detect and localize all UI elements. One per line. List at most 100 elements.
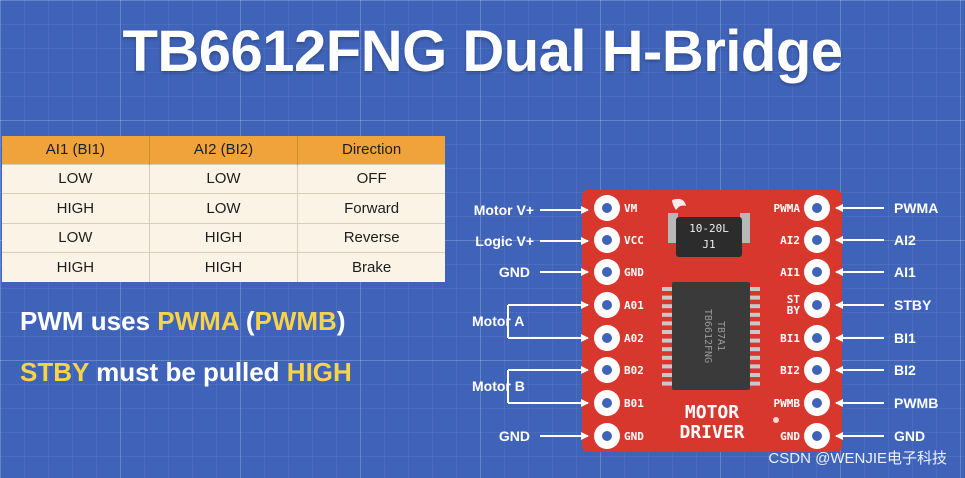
pin-label: VM bbox=[624, 202, 638, 215]
pwm-note: PWM uses PWMA (PWMB) bbox=[20, 306, 346, 337]
driver-chip: TB6612FNG TB7A1 bbox=[662, 282, 760, 390]
left-pads bbox=[594, 195, 620, 449]
pwm-note-open: ( bbox=[238, 306, 255, 336]
table-row: LOW HIGH Reverse bbox=[2, 222, 445, 253]
label-gnd-left-bottom: GND bbox=[499, 428, 530, 444]
chip-leg bbox=[750, 330, 760, 334]
pin-label: BI1 bbox=[780, 332, 800, 345]
table-cell: OFF bbox=[297, 163, 445, 194]
pin-label: BI2 bbox=[780, 364, 800, 377]
label-bi1: BI1 bbox=[894, 330, 916, 346]
label-motor-b: Motor B bbox=[472, 378, 525, 394]
pwm-note-close: ) bbox=[336, 306, 346, 336]
chip-leg bbox=[750, 312, 760, 317]
pin-label: BY bbox=[787, 304, 801, 317]
pin-label: A01 bbox=[624, 299, 644, 312]
chip-leg bbox=[662, 364, 672, 369]
watermark: CSDN @WENJIE电子科技 bbox=[768, 450, 947, 467]
left-pin-labels: VM VCC GND A01 A02 B02 B01 GND bbox=[624, 202, 644, 443]
label-logic-v: Logic V+ bbox=[475, 233, 534, 249]
pin-label: AI1 bbox=[780, 266, 800, 279]
stby-note-word: STBY bbox=[20, 357, 89, 387]
pad-hole bbox=[602, 431, 612, 441]
pad-hole bbox=[812, 235, 822, 245]
pin-label: GND bbox=[780, 430, 800, 443]
table-cell: HIGH bbox=[2, 252, 150, 282]
pwm-note-pwmb: PWMB bbox=[254, 306, 337, 336]
chip-leg bbox=[662, 330, 672, 334]
table-row: HIGH HIGH Brake bbox=[2, 252, 445, 282]
chip-leg bbox=[750, 347, 760, 352]
label-pwmb: PWMB bbox=[894, 395, 938, 411]
table-cell: HIGH bbox=[2, 193, 150, 223]
pad-hole bbox=[812, 333, 822, 343]
table-cell: LOW bbox=[149, 193, 299, 223]
pwm-note-pwma: PWMA bbox=[157, 306, 239, 336]
label-pwma: PWMA bbox=[894, 200, 938, 216]
table-cell: LOW bbox=[2, 163, 150, 194]
table-cell: Brake bbox=[297, 252, 445, 282]
pin-label: ST bbox=[787, 293, 801, 306]
label-motor-v: Motor V+ bbox=[474, 202, 534, 218]
label-ai1: AI1 bbox=[894, 264, 916, 280]
brand-line-2: DRIVER bbox=[679, 422, 744, 443]
stby-note-mid: must be pulled bbox=[88, 357, 287, 387]
brand-line-1: MOTOR bbox=[685, 402, 739, 423]
chip-leg bbox=[750, 373, 760, 377]
pad-hole bbox=[602, 300, 612, 310]
chip-leg bbox=[662, 312, 672, 317]
pin-label: AI2 bbox=[780, 234, 800, 247]
pad-hole bbox=[812, 398, 822, 408]
label-ai2: AI2 bbox=[894, 232, 916, 248]
pad-hole bbox=[602, 398, 612, 408]
pin-label: A02 bbox=[624, 332, 644, 345]
pin-label: PWMB bbox=[774, 397, 801, 410]
chip-leg bbox=[662, 287, 672, 291]
chip-leg bbox=[750, 321, 760, 326]
mounting-dot bbox=[773, 417, 779, 423]
chip-leg bbox=[662, 373, 672, 377]
table-cell: HIGH bbox=[149, 252, 299, 282]
chip-label-2: TB7A1 bbox=[715, 321, 726, 351]
chip-label-1: TB6612FNG bbox=[702, 309, 713, 363]
capacitor-label-1: 10-20L bbox=[689, 222, 729, 235]
table-cell: HIGH bbox=[149, 222, 299, 253]
chip-leg bbox=[662, 355, 672, 360]
capacitor-label-2: J1 bbox=[702, 238, 715, 251]
right-pin-labels: PWMA AI2 AI1 ST BY BI1 BI2 PWMB GND bbox=[774, 202, 801, 443]
chip-leg bbox=[662, 304, 672, 309]
logo-icon bbox=[672, 198, 686, 210]
truth-table: AI1 (BI1) AI2 (BI2) Direction LOW LOW OF… bbox=[2, 136, 445, 282]
table-cell: LOW bbox=[2, 222, 150, 253]
left-arrows bbox=[507, 206, 589, 440]
header-direction: Direction bbox=[297, 136, 445, 164]
table-header-row: AI1 (BI1) AI2 (BI2) Direction bbox=[2, 136, 445, 164]
pin-label: VCC bbox=[624, 234, 644, 247]
right-arrows bbox=[835, 204, 884, 440]
chip-leg bbox=[750, 364, 760, 369]
pad-hole bbox=[602, 267, 612, 277]
chip-leg bbox=[662, 321, 672, 326]
table-cell: Reverse bbox=[297, 222, 445, 253]
page-title: TB6612FNG Dual H-Bridge bbox=[122, 19, 843, 84]
pin-label: GND bbox=[624, 430, 644, 443]
chip-leg bbox=[750, 295, 760, 300]
pad-hole bbox=[602, 203, 612, 213]
pwm-note-prefix: PWM uses bbox=[20, 306, 158, 336]
chip-leg bbox=[750, 287, 760, 291]
pin-label: PWMA bbox=[774, 202, 801, 215]
pad-hole bbox=[812, 267, 822, 277]
right-pads bbox=[804, 195, 830, 449]
label-motor-a: Motor A bbox=[472, 313, 524, 329]
chip-leg bbox=[750, 304, 760, 309]
table-row: LOW LOW OFF bbox=[2, 163, 445, 194]
chip-leg bbox=[750, 355, 760, 360]
chip-leg bbox=[662, 295, 672, 300]
pad-hole bbox=[602, 333, 612, 343]
label-stby: STBY bbox=[894, 297, 932, 313]
pad-hole bbox=[812, 431, 822, 441]
table-cell: LOW bbox=[149, 163, 299, 194]
left-annotations: Motor V+ Logic V+ GND Motor A Motor B GN… bbox=[472, 202, 534, 444]
label-bi2: BI2 bbox=[894, 362, 916, 378]
